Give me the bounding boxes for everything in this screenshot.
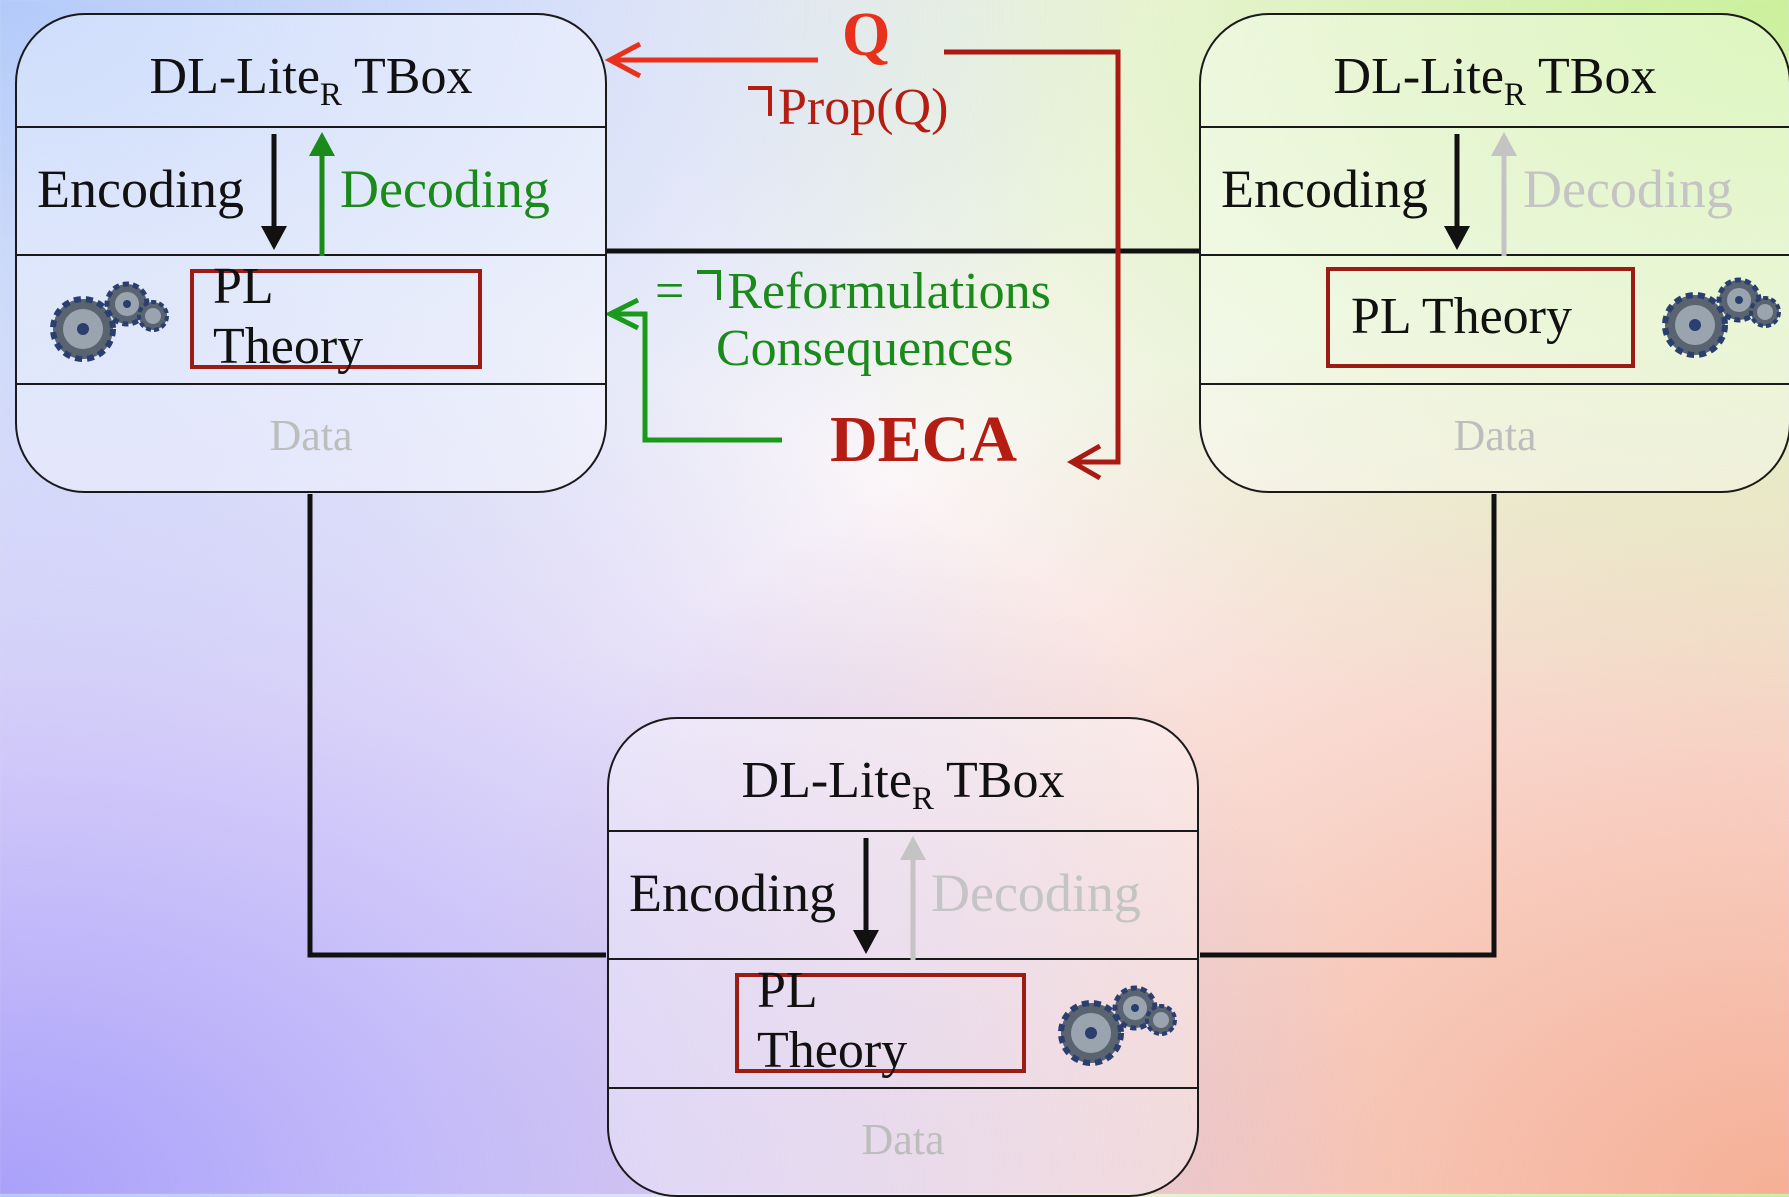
network-lines: [307, 248, 1497, 958]
node-right: DL-LiteR TBox Encoding Decoding PL Theor…: [1199, 13, 1789, 493]
line-left-bottom: [307, 494, 606, 958]
data-label: Data: [1453, 411, 1537, 460]
query-arrow: [604, 41, 818, 79]
tbox-title: DL-LiteR TBox: [1333, 48, 1657, 113]
tbox-title: DL-LiteR TBox: [149, 48, 473, 113]
line-right-bottom: [1200, 494, 1497, 958]
data-row: Data: [1201, 385, 1789, 493]
data-label: Data: [861, 1115, 945, 1164]
gears-icon: [1662, 277, 1781, 358]
data-row: Data: [609, 1089, 1197, 1197]
pl-theory-box: [735, 973, 1026, 1073]
result-arrow: [604, 297, 782, 443]
data-row: Data: [17, 385, 605, 493]
encoding-label: Encoding: [1221, 159, 1428, 219]
tbox-row: DL-LiteR TBox: [609, 719, 1197, 832]
encoding-row: Encoding Decoding: [1201, 128, 1789, 256]
pl-row: PL Theory: [609, 960, 1197, 1089]
tbox-title: DL-LiteR TBox: [741, 752, 1065, 817]
encoding-row: Encoding Decoding: [17, 128, 605, 256]
encode-decode-arrows: [261, 132, 335, 256]
encoding-arrow-icon: [261, 226, 287, 250]
negation-icon: [748, 86, 772, 116]
pl-row: PL Theory: [1201, 256, 1789, 385]
tbox-row: DL-LiteR TBox: [17, 15, 605, 128]
decoding-arrow-icon: [309, 132, 335, 156]
decoding-label: Decoding: [931, 863, 1141, 923]
pl-row: PL Theory: [17, 256, 605, 385]
decoding-arrow-icon: [900, 836, 926, 860]
encoding-row: Encoding Decoding: [609, 832, 1197, 960]
encoding-label: Encoding: [37, 159, 244, 219]
decoding-label: Decoding: [340, 159, 550, 219]
encoding-arrow-icon: [1444, 226, 1470, 250]
reformulations-label: = Reformulations: [655, 263, 1051, 320]
pl-theory-box: [190, 269, 482, 369]
pl-theory-box: [1326, 267, 1635, 368]
data-label: Data: [269, 411, 353, 460]
neg-prop-label: Prop(Q): [748, 78, 948, 137]
negation-icon: [697, 270, 722, 300]
pl-theory-label: PL Theory: [1351, 288, 1572, 345]
encode-decode-arrows: [853, 836, 926, 960]
encode-decode-arrows: [1444, 132, 1517, 256]
pl-theory-label: PL Theory: [213, 258, 364, 375]
gears-icon: [50, 281, 169, 362]
decoding-label: Decoding: [1523, 159, 1733, 219]
encoding-label: Encoding: [629, 863, 836, 923]
gears-icon: [1058, 985, 1177, 1066]
pl-theory-label: PL Theory: [757, 962, 908, 1079]
query-label: Q: [842, 1, 891, 69]
node-bottom: DL-LiteR TBox Encoding Decoding PL Theor…: [607, 717, 1199, 1197]
deca-arrow: [944, 49, 1121, 481]
decoding-arrow-icon: [1491, 132, 1517, 156]
tbox-row: DL-LiteR TBox: [1201, 15, 1789, 128]
consequences-label: Consequences: [716, 320, 1014, 377]
encoding-arrow-icon: [853, 930, 879, 954]
deca-label: DECA: [830, 403, 1018, 476]
node-left: DL-LiteR TBox Encoding Decoding PL Th: [15, 13, 607, 493]
